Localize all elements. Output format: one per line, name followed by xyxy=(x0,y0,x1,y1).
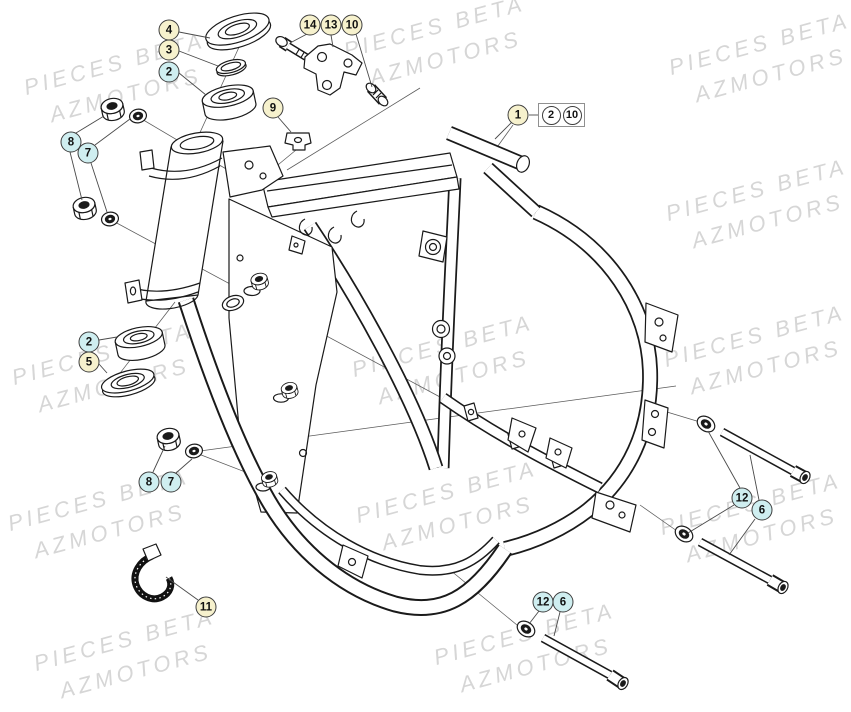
callout-2-top[interactable]: 2 xyxy=(158,61,180,83)
callout-12-right[interactable]: 12 xyxy=(731,487,753,509)
part-steering-head xyxy=(124,131,224,310)
part-top-washer xyxy=(205,12,272,51)
part-seal-ring xyxy=(215,58,247,77)
part-pin-10 xyxy=(365,82,389,107)
callout-6-right[interactable]: 6 xyxy=(751,499,773,521)
part-bearing-lower xyxy=(114,325,166,361)
part-head-gusset xyxy=(222,145,284,198)
callout-8-lower[interactable]: 8 xyxy=(138,471,160,493)
part-bolt-14 xyxy=(275,35,309,61)
group-ref-2[interactable]: 2 xyxy=(541,105,561,125)
part-dust-washer xyxy=(100,368,156,398)
part-guide-hooks xyxy=(298,210,365,244)
part-bracket-13 xyxy=(303,43,363,96)
callout-1[interactable]: 1 xyxy=(507,104,529,126)
callout-14[interactable]: 14 xyxy=(299,14,321,36)
callout-10[interactable]: 10 xyxy=(341,14,363,36)
callout-6-bottom[interactable]: 6 xyxy=(552,591,574,613)
part-down-tube xyxy=(186,300,505,608)
callout-5[interactable]: 5 xyxy=(78,351,100,373)
part-clip-11 xyxy=(131,543,175,603)
group-ref-10[interactable]: 10 xyxy=(562,105,582,125)
part-bolt-6c xyxy=(543,638,629,691)
part-shock-boss xyxy=(418,230,448,263)
callout-4[interactable]: 4 xyxy=(158,19,180,41)
part-clamp-9 xyxy=(284,132,312,151)
part-bolt-6a xyxy=(722,432,811,485)
callout-8-upper[interactable]: 8 xyxy=(60,131,82,153)
callout-2-lower[interactable]: 2 xyxy=(78,331,100,353)
callout-7-upper[interactable]: 7 xyxy=(77,142,99,164)
callout-12-bottom[interactable]: 12 xyxy=(532,591,554,613)
part-cross-tube xyxy=(449,133,532,173)
callout-9[interactable]: 9 xyxy=(262,97,284,119)
callout-13[interactable]: 13 xyxy=(320,14,342,36)
part-bolt-6b xyxy=(700,542,789,595)
part-side-plate xyxy=(221,198,338,514)
callout-3[interactable]: 3 xyxy=(158,39,180,61)
part-pivot-member xyxy=(431,178,456,468)
callout-11[interactable]: 11 xyxy=(195,596,217,618)
callout-7-lower[interactable]: 7 xyxy=(160,471,182,493)
part-main-beam xyxy=(261,152,460,218)
part-bearing-upper xyxy=(201,84,257,121)
part-loop-brackets xyxy=(507,302,679,533)
